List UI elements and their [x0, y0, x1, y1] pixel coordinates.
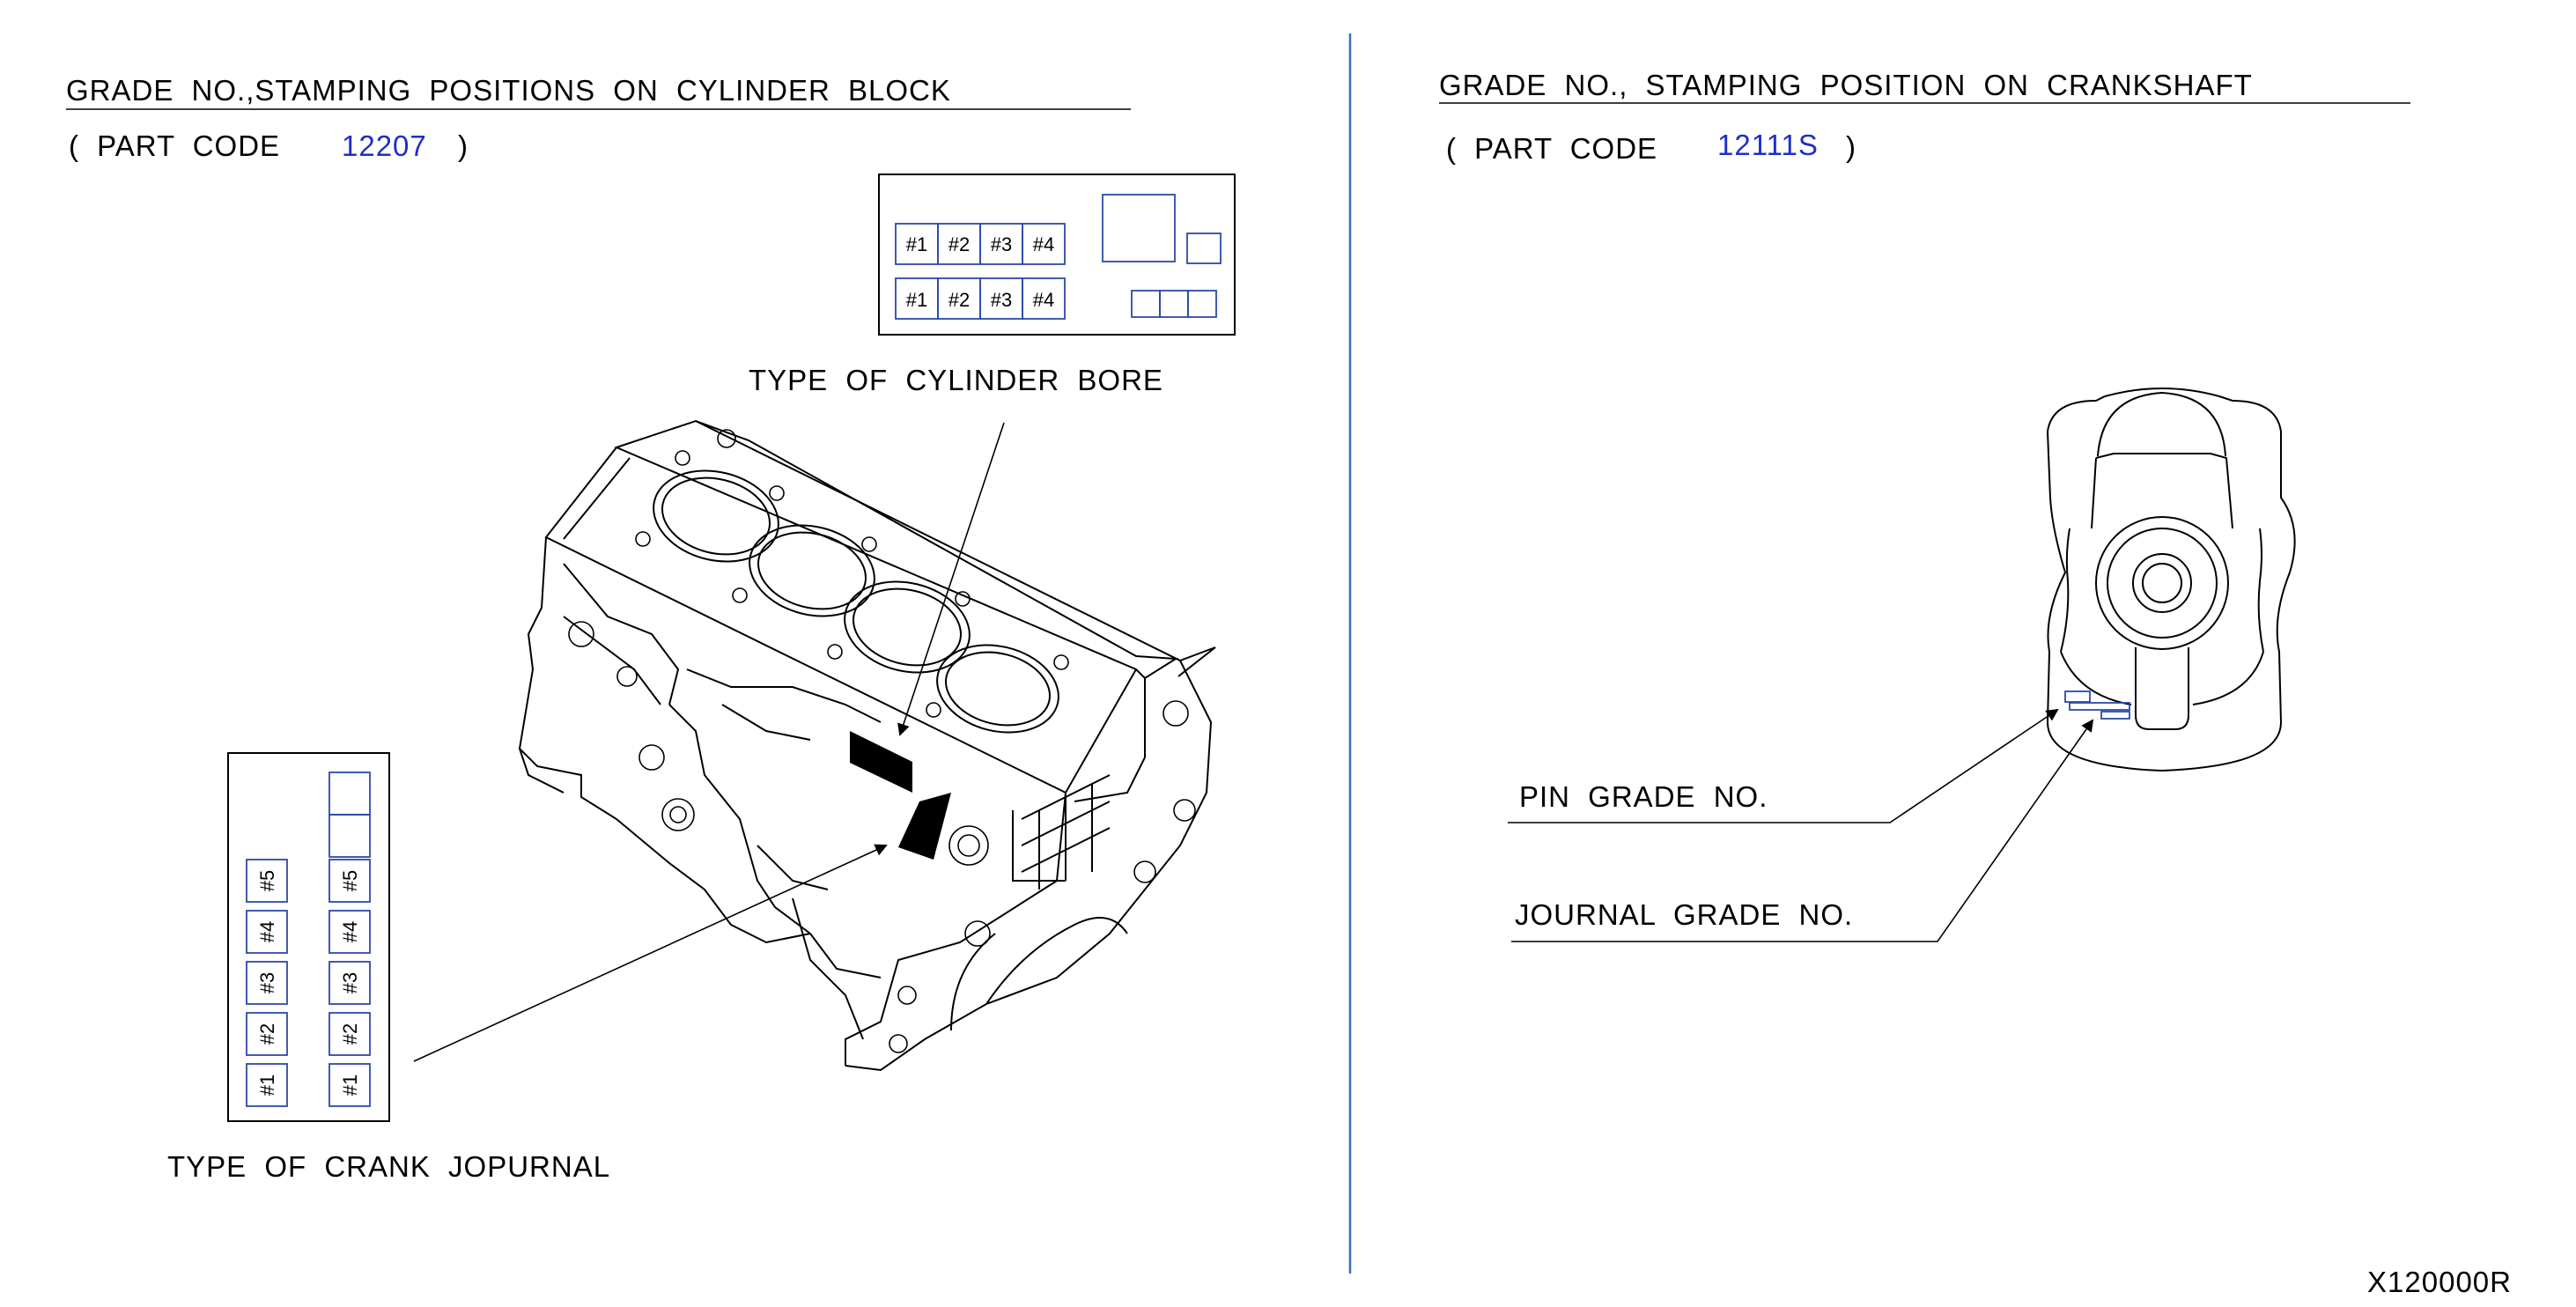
bore-row-1: #1 #2 #3 #4: [895, 223, 1066, 265]
left-part-code-label: ( PART CODE: [69, 129, 280, 162]
journal-grade-stamp-b: [2100, 711, 2130, 720]
crank-journal-label: TYPE OF CRANK JOPURNAL: [167, 1150, 610, 1183]
right-part-code-close: ): [1846, 130, 1856, 163]
journal-c2-r3: #3: [339, 972, 361, 993]
bore-r2-c2: #2: [948, 289, 970, 311]
crank-journal-leader: [413, 844, 888, 1062]
journal-c2-r1: #5: [339, 870, 361, 891]
cylinder-block-drawing: [518, 419, 1216, 1072]
bore-r1-c3: #3: [991, 233, 1012, 255]
bore-r1-c2: #2: [948, 233, 970, 255]
left-part-code-close: ): [458, 129, 469, 162]
figure-id: X120000R: [2367, 1266, 2512, 1298]
pin-grade-label: PIN GRADE NO.: [1519, 780, 1768, 813]
journal-c1-r1: #5: [256, 870, 278, 891]
bore-r1-c4: #4: [1033, 233, 1054, 255]
pin-grade-stamp: [2064, 690, 2091, 703]
cylinder-bore-stamp-box: #1 #2 #3 #4 #1 #2 #3 #4: [878, 174, 1236, 336]
bore-large-blank-box: [1102, 194, 1176, 262]
journal-c2-r2: #4: [339, 921, 361, 942]
left-part-code-value: 12207: [342, 129, 427, 162]
journal-grade-label: JOURNAL GRADE NO.: [1515, 898, 1853, 931]
journal-c2-r5: #1: [339, 1074, 361, 1096]
journal-c1-r3: #3: [256, 972, 278, 993]
right-part-code-value: 12111S: [1717, 129, 1819, 161]
journal-grade-stamp-a: [2069, 702, 2130, 711]
bore-row-2: #1 #2 #3 #4: [895, 277, 1066, 320]
pin-grade-leader: [1508, 708, 2059, 823]
cylinder-bore-leader: [897, 422, 1005, 736]
crankshaft-end-view: [2046, 388, 2296, 772]
journal-c2-r4: #2: [339, 1023, 361, 1045]
bore-small-blank-box: [1186, 233, 1222, 264]
left-title: GRADE NO.,STAMPING POSITIONS ON CYLINDER…: [66, 74, 951, 107]
journal-c1-r4: #2: [256, 1023, 278, 1045]
bore-r2-c1: #1: [906, 289, 927, 311]
right-part-code-label: ( PART CODE: [1446, 132, 1657, 165]
cylinder-bore-label: TYPE OF CYLINDER BORE: [749, 364, 1163, 396]
bore-r2-c4: #4: [1033, 289, 1054, 311]
journal-c1-r2: #4: [256, 921, 278, 942]
journal-c1-r5: #1: [256, 1074, 278, 1096]
right-title: GRADE NO., STAMPING POSITION ON CRANKSHA…: [1439, 69, 2253, 101]
bore-r1-c1: #1: [906, 233, 927, 255]
crank-journal-stamp-box: #5 #4 #3 #2 #1 #5 #4 #3 #2 #1: [227, 752, 390, 1122]
bore-r2-c3: #3: [991, 289, 1012, 311]
journal-grade-leader: [1511, 719, 2094, 942]
